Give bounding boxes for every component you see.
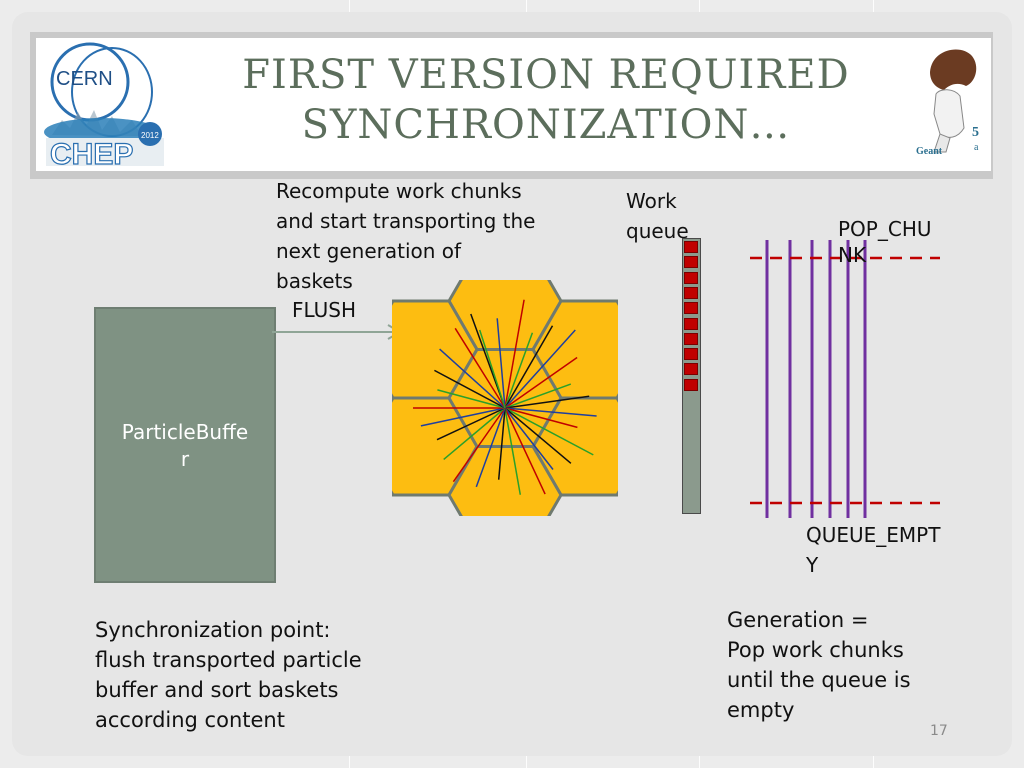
particle-track [504, 325, 554, 409]
geant-small: a [974, 142, 979, 153]
particle-track [504, 356, 578, 409]
particle-track [496, 318, 506, 409]
recompute-line: Recompute work chunks [276, 179, 522, 203]
particle-track [504, 407, 522, 495]
work-queue-label-line: Work [626, 189, 677, 213]
particle-track [504, 383, 572, 409]
particle-track [504, 407, 554, 470]
queue-empty-line: QUEUE_EMPT [806, 523, 941, 547]
chep-text: CHEP [50, 138, 133, 168]
sync-point-text: Synchronization point: flush transported… [95, 615, 362, 735]
flush-arrow [272, 324, 402, 340]
particle-track [454, 327, 506, 409]
particle-track [504, 329, 576, 409]
queue-cell [684, 317, 698, 330]
particle-track [504, 299, 525, 409]
cern-chep-logo: CERN CHEP 2012 [42, 40, 170, 168]
particle-track [504, 407, 546, 495]
hexagon-cluster [392, 280, 618, 516]
queue-cell [684, 332, 698, 345]
queue-cell [684, 378, 698, 391]
sync-line: Synchronization point: [95, 618, 331, 642]
particle-track [420, 407, 506, 427]
recompute-line: and start transporting the [276, 209, 536, 233]
title-line-2: SYNCHRONIZATION… [301, 102, 791, 148]
slide-number: 17 [930, 723, 948, 739]
particle-buffer-label: ParticleBuffe r [96, 419, 274, 473]
title-area: CERN CHEP 2012 FIRST VERSION REQUIRED SY… [36, 38, 991, 171]
particle-track [452, 407, 506, 483]
generation-line: Pop work chunks [727, 638, 904, 662]
particle-track [504, 395, 590, 409]
particle-track [443, 407, 506, 460]
queue-empty-label: QUEUE_EMPT Y [806, 520, 940, 580]
queue-cell [684, 256, 698, 269]
queue-cell [684, 241, 698, 253]
cern-text: CERN [56, 68, 113, 90]
particle-track [497, 407, 506, 480]
generation-lines [750, 240, 940, 518]
sync-line: flush transported particle [95, 648, 362, 672]
queue-cell [684, 286, 698, 299]
generation-line: empty [727, 698, 795, 722]
geant-logo: Geant 5 a [906, 38, 990, 170]
pop-chunk-line: NK [838, 243, 867, 267]
particle-buffer-box: ParticleBuffe r [94, 307, 276, 583]
particle-track [436, 407, 506, 441]
work-queue-column [682, 238, 701, 514]
particle-track [504, 407, 578, 429]
pop-chunk-label: POP_CHU NK [838, 216, 932, 268]
generation-text: Generation = Pop work chunks until the q… [727, 605, 911, 725]
sync-line: according content [95, 708, 285, 732]
particle-buffer-label-line: r [180, 447, 190, 471]
sync-line: buffer and sort baskets [95, 678, 339, 702]
particle-track [504, 407, 594, 456]
geant-text: Geant [916, 146, 943, 157]
particle-track [504, 407, 597, 417]
particle-track [437, 389, 506, 409]
queue-cell [684, 348, 698, 361]
queue-empty-line: Y [806, 553, 819, 577]
particle-track [439, 348, 506, 409]
work-queue-label: Work queue [626, 186, 689, 246]
particle-track [504, 332, 534, 409]
recompute-line: baskets [276, 269, 353, 293]
title-line-1: FIRST VERSION REQUIRED [242, 52, 850, 98]
particle-track [504, 407, 572, 464]
generation-line: until the queue is [727, 668, 911, 692]
pop-chunk-line: POP_CHU [838, 217, 932, 241]
particle-track [478, 329, 506, 409]
flush-label: FLUSH [292, 298, 357, 322]
particle-track [434, 369, 506, 409]
work-queue-label-line: queue [626, 219, 689, 243]
particle-buffer-label-line: ParticleBuffe [121, 420, 249, 444]
recompute-text: Recompute work chunks and start transpor… [276, 176, 535, 296]
queue-cell [684, 363, 698, 376]
geant-version: 5 [972, 125, 979, 140]
year-text: 2012 [141, 131, 159, 140]
queue-cell [684, 302, 698, 315]
generation-line: Generation = [727, 608, 869, 632]
recompute-line: next generation of [276, 239, 462, 263]
particle-track [475, 407, 506, 488]
queue-cell [684, 271, 698, 284]
